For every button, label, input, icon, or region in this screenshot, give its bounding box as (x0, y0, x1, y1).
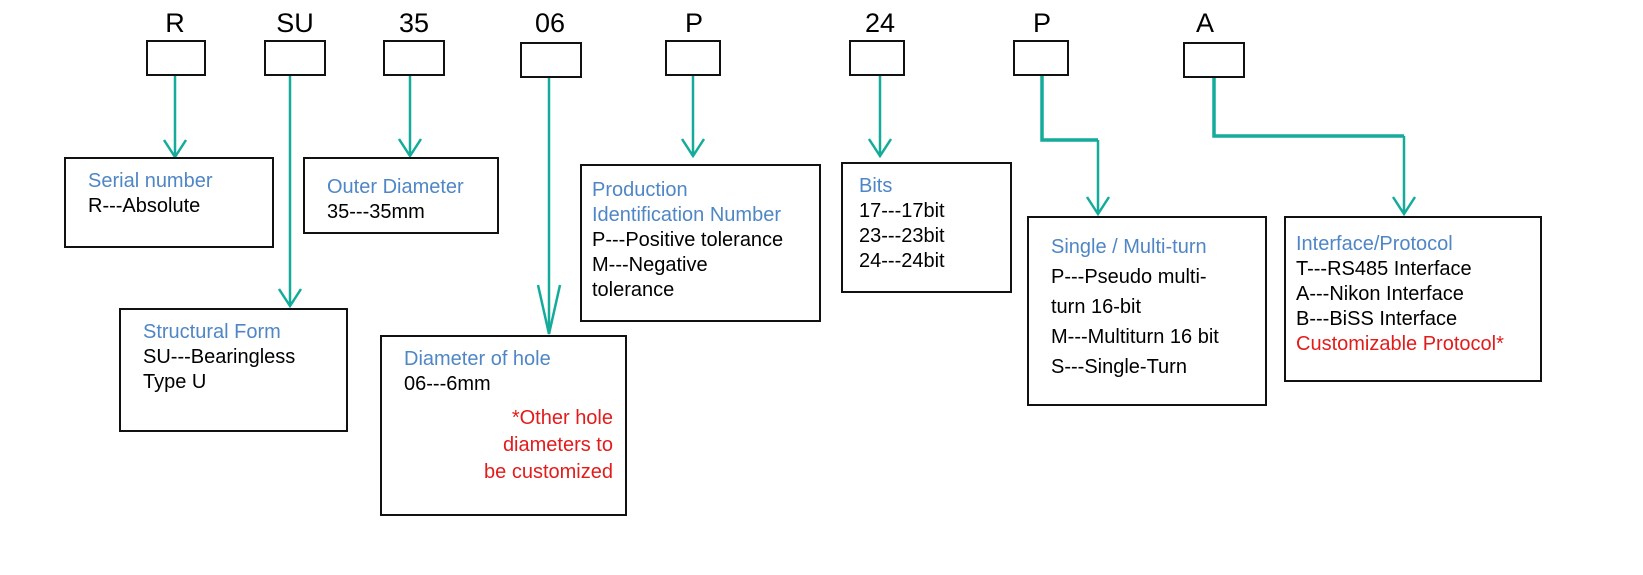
code-label-35: 35 (398, 8, 430, 38)
arrow-production (680, 76, 706, 159)
hole-diameter-title: Diameter of hole (404, 348, 551, 370)
structural-form-option: Type U (143, 371, 207, 393)
arrow-structural (277, 76, 303, 309)
interface-protocol-note: Customizable Protocol* (1296, 333, 1504, 355)
turn-type-option: M---Multiturn 16 bit (1051, 326, 1219, 348)
code-box-a (1183, 42, 1245, 78)
code-label-a: A (1195, 8, 1214, 38)
production-id-box: Production Identification Number P---Pos… (580, 164, 821, 322)
interface-protocol-option: B---BiSS Interface (1296, 308, 1458, 330)
interface-protocol-option: T---RS485 Interface (1296, 258, 1472, 280)
production-id-title: Identification Number (592, 204, 781, 226)
serial-number-box: Serial number R---Absolute (64, 157, 274, 248)
turn-type-box: Single / Multi-turn P---Pseudo multi- tu… (1027, 216, 1267, 406)
code-label-p: P (684, 8, 703, 38)
outer-diameter-title: Outer Diameter (327, 176, 464, 198)
hole-note-line: *Other hole (511, 407, 613, 429)
code-box-24 (849, 40, 905, 76)
interface-protocol-box: Interface/Protocol T---RS485 Interface A… (1284, 216, 1542, 382)
hole-note-line: diameters to (502, 434, 613, 456)
code-box-35 (383, 40, 445, 76)
code-box-r (146, 40, 206, 76)
outer-diameter-box: Outer Diameter 35---35mm (303, 157, 499, 234)
interface-protocol-option: A---Nikon Interface (1296, 283, 1464, 305)
production-id-option: tolerance (592, 279, 675, 301)
code-label-24: 24 (864, 8, 896, 38)
bits-title: Bits (859, 175, 893, 197)
arrow-hole (536, 78, 562, 335)
bits-option: 24---24bit (859, 250, 945, 272)
production-id-option: P---Positive tolerance (592, 229, 784, 251)
turn-type-option: turn 16-bit (1051, 296, 1142, 318)
structural-form-option: SU---Bearingless (143, 346, 296, 368)
structural-form-title: Structural Form (143, 321, 281, 343)
code-box-p2 (1013, 40, 1069, 76)
code-box-06 (520, 42, 582, 78)
bits-option: 17---17bit (859, 200, 945, 222)
turn-type-option: P---Pseudo multi- (1051, 266, 1207, 288)
serial-number-option: R---Absolute (88, 195, 201, 217)
production-id-title: Production (592, 179, 688, 201)
arrow-interface (1212, 78, 1417, 217)
code-label-r: R (165, 8, 185, 38)
code-label-su: SU (276, 8, 314, 38)
outer-diameter-option: 35---35mm (327, 201, 425, 223)
bits-box: Bits 17---17bit 23---23bit 24---24bit (841, 162, 1012, 293)
hole-diameter-option: 06---6mm (404, 373, 491, 395)
turn-type-title: Single / Multi-turn (1051, 236, 1207, 258)
code-label-p2: P (1032, 8, 1051, 38)
production-id-option: M---Negative (592, 254, 708, 276)
arrow-serial (162, 76, 188, 160)
interface-protocol-title: Interface/Protocol (1296, 233, 1453, 255)
code-box-su (264, 40, 326, 76)
bits-option: 23---23bit (859, 225, 945, 247)
arrow-bits (867, 76, 893, 159)
structural-form-box: Structural Form SU---Bearingless Type U (119, 308, 348, 432)
hole-diameter-box: Diameter of hole 06---6mm *Other hole di… (380, 335, 627, 516)
arrow-turn (1040, 76, 1111, 217)
hole-note-line: be customized (484, 461, 613, 483)
arrow-outer (397, 76, 423, 159)
turn-type-option: S---Single-Turn (1051, 356, 1187, 378)
code-box-p (665, 40, 721, 76)
code-label-06: 06 (534, 8, 566, 38)
serial-number-title: Serial number (88, 170, 213, 192)
hole-diameter-note: *Other hole diameters to be customized (404, 405, 613, 486)
